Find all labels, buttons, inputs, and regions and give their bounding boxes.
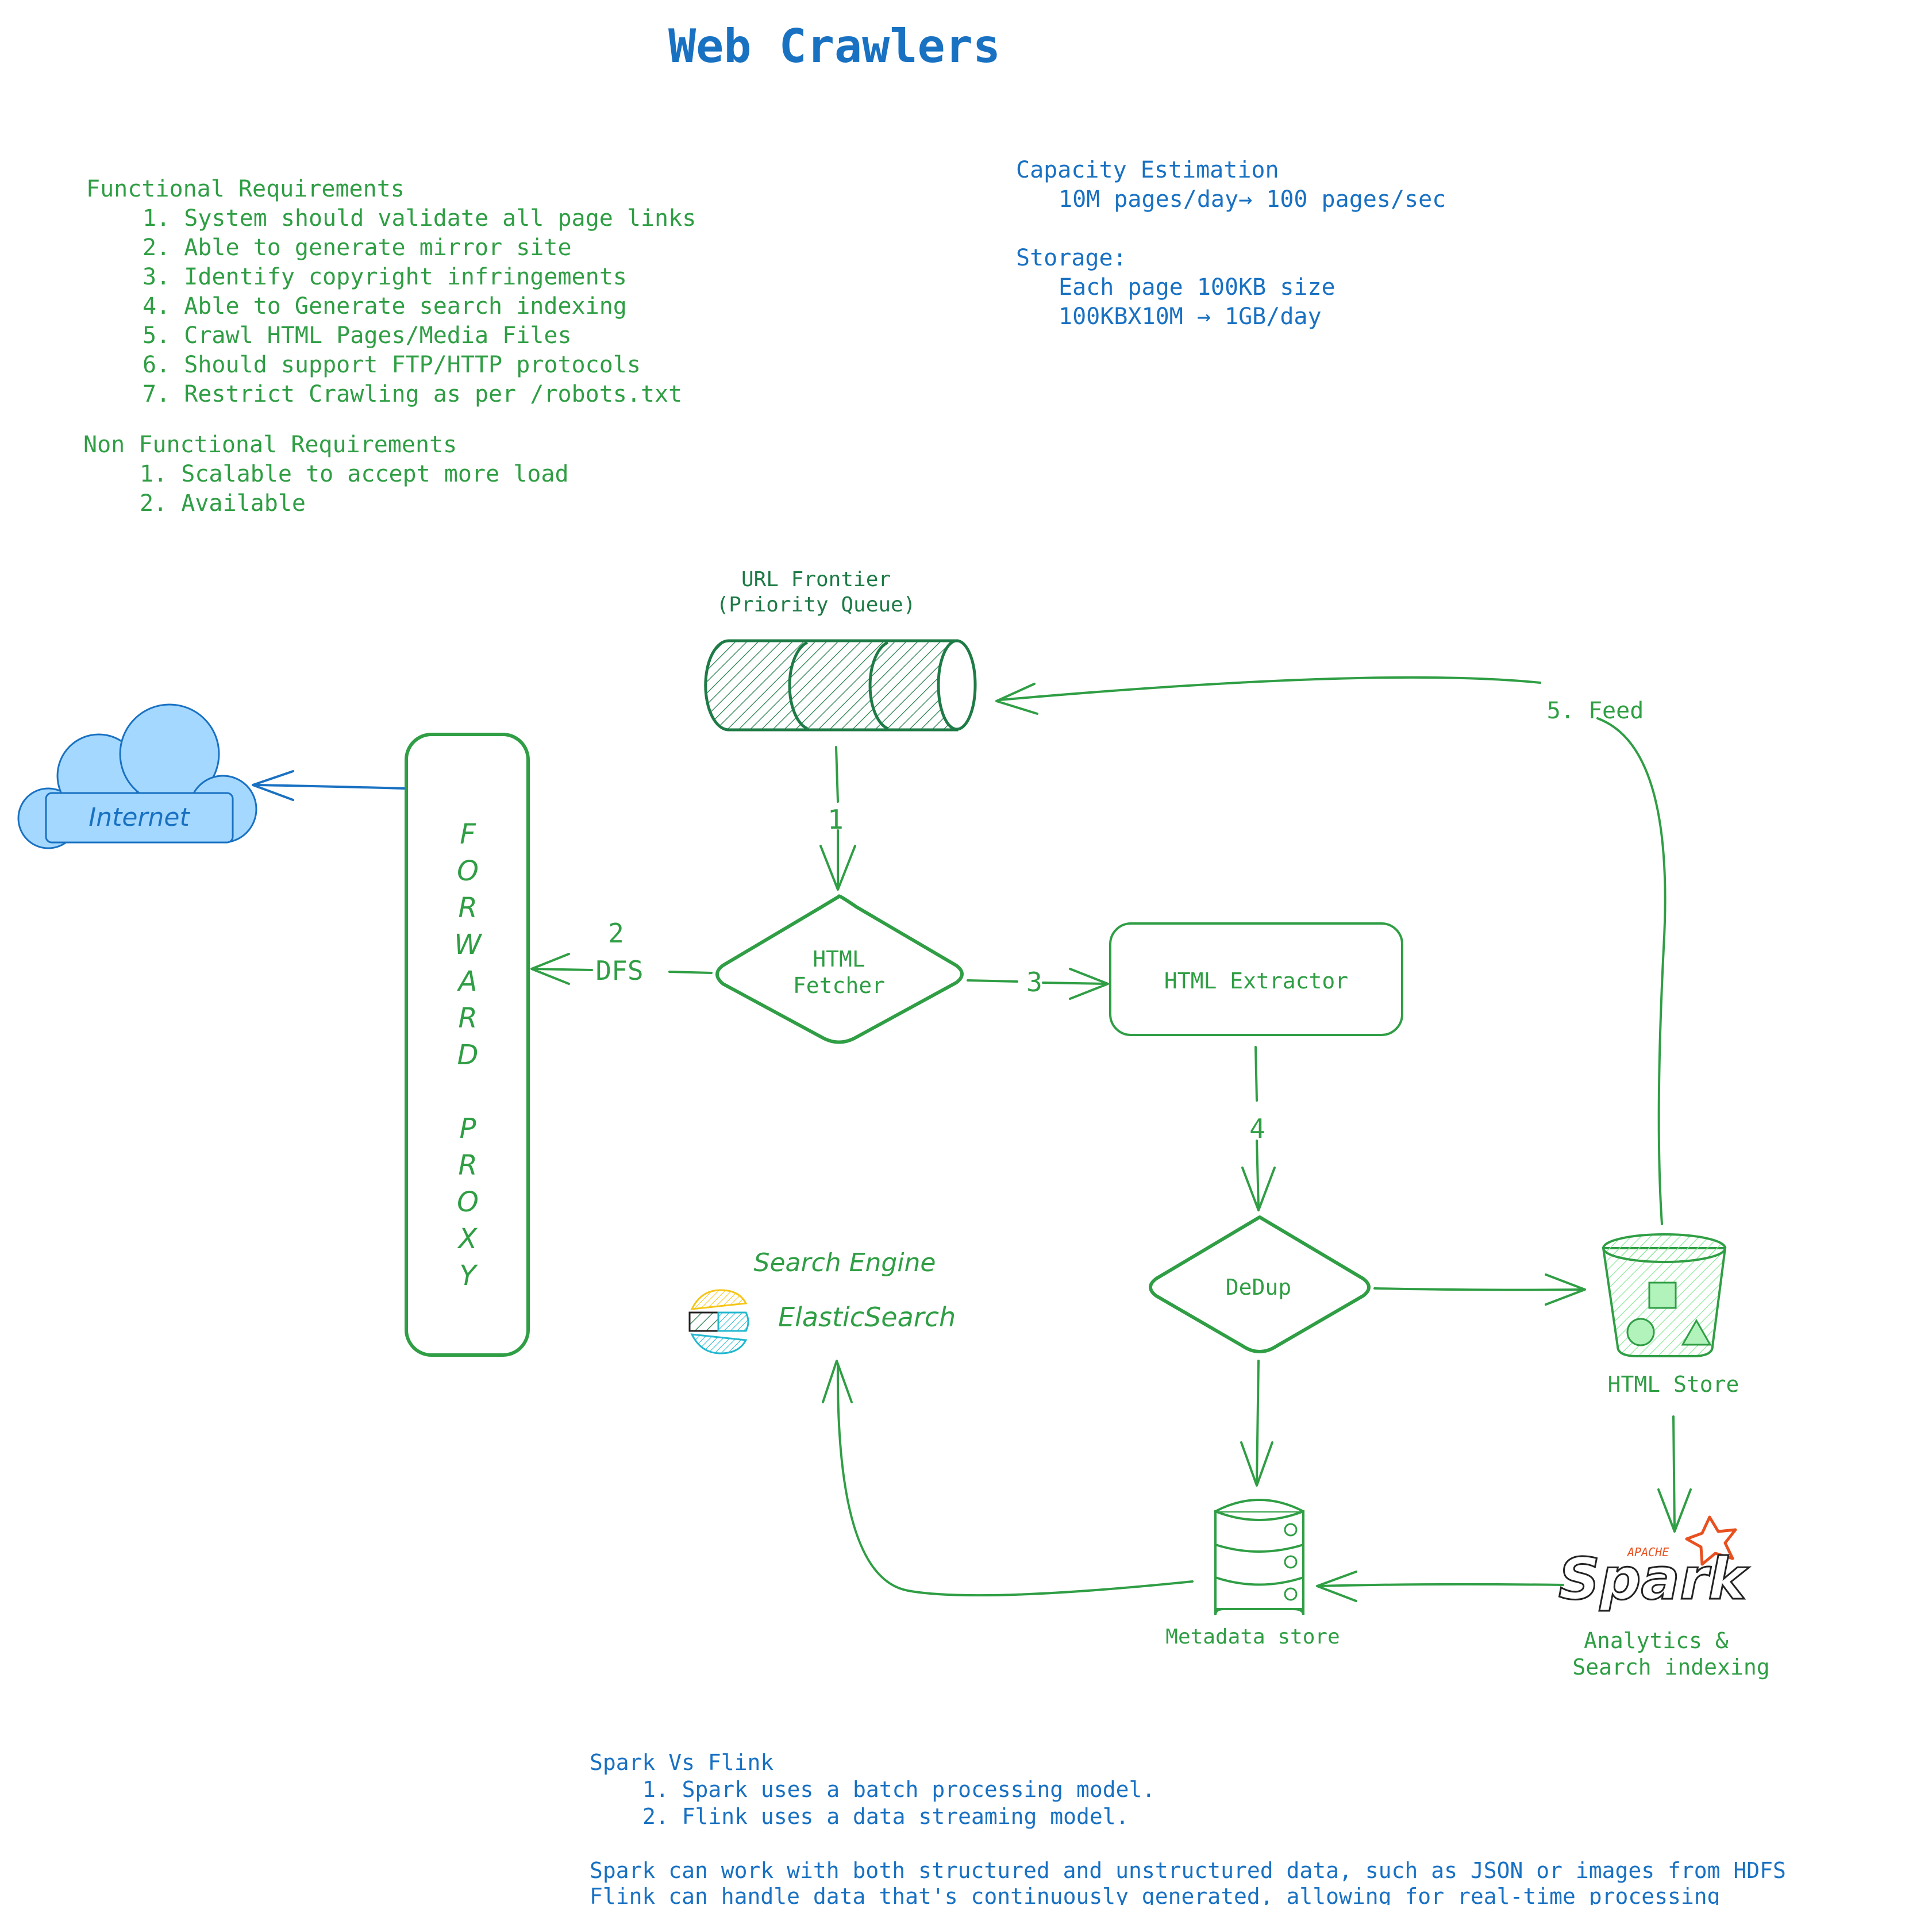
- html-store-label: HTML Store: [1608, 1372, 1739, 1397]
- elasticsearch-icon: [688, 1289, 749, 1354]
- html-extractor: HTML Extractor: [1109, 922, 1403, 1036]
- capacity-line: 10M pages/day→ 100 pages/sec: [1059, 186, 1446, 213]
- notes-line: Spark can work with both structured and …: [590, 1858, 1786, 1883]
- edge-html-store-to-spark: [1657, 1415, 1692, 1533]
- proxy-letter: D: [457, 1039, 479, 1071]
- fetcher-label-line1: HTML: [813, 946, 865, 972]
- functional-heading: Functional Requirements: [86, 176, 405, 202]
- functional-item: 5. Crawl HTML Pages/Media Files: [143, 322, 572, 349]
- metadata-store: Metadata store: [1165, 1499, 1340, 1649]
- edge-metadata-to-elasticsearch: [822, 1360, 1194, 1597]
- storage-heading: Storage:: [1016, 245, 1127, 271]
- notes-item: 1. Spark uses a batch processing model.: [642, 1777, 1155, 1802]
- search-engine-label: Search Engine: [754, 1248, 936, 1277]
- edge-3-fetcher-to-extractor: [967, 968, 1109, 1000]
- edge-2-fetcher-to-proxy: [530, 953, 713, 985]
- dedup: DeDup: [1149, 1215, 1371, 1353]
- non-functional-heading: Non Functional Requirements: [83, 432, 457, 458]
- internet-label: Internet: [88, 803, 190, 832]
- dedup-label: DeDup: [1226, 1275, 1291, 1300]
- proxy-letter: P: [460, 1113, 476, 1145]
- functional-item: 4. Able to Generate search indexing: [143, 293, 627, 320]
- spark-wordmark: Spark: [1558, 1545, 1749, 1612]
- frontier-label-line1: URL Frontier: [741, 568, 891, 591]
- edge-label-4: 4: [1249, 1113, 1265, 1144]
- proxy-letter: O: [457, 1186, 479, 1218]
- proxy-letter: Y: [459, 1260, 478, 1292]
- fetcher-label-line2: Fetcher: [793, 973, 885, 998]
- functional-requirements: Functional Requirements 1. System should…: [86, 176, 696, 407]
- proxy-letter: A: [457, 965, 478, 998]
- edge-spark-to-metadata-store: [1316, 1571, 1564, 1602]
- page-title: Web Crawlers: [668, 20, 1000, 73]
- edge-1-frontier-to-fetcher: [819, 746, 856, 891]
- extractor-label: HTML Extractor: [1164, 968, 1348, 994]
- proxy-letter: F: [460, 818, 476, 850]
- proxy-letter: W: [454, 929, 482, 961]
- edge-dedup-to-html-store: [1373, 1273, 1586, 1306]
- edge-label-3: 3: [1026, 967, 1042, 998]
- frontier-label-line2: (Priority Queue): [717, 593, 916, 617]
- capacity-estimation: Capacity Estimation 10M pages/day→ 100 p…: [1016, 157, 1446, 330]
- non-functional-requirements: Non Functional Requirements 1. Scalable …: [83, 432, 569, 517]
- notes-item: 2. Flink uses a data streaming model.: [642, 1804, 1129, 1829]
- internet-cloud: Internet: [17, 703, 257, 849]
- edge-proxy-to-internet: [252, 770, 405, 801]
- url-frontier: URL Frontier (Priority Queue): [704, 568, 977, 732]
- proxy-letter: R: [458, 892, 477, 924]
- html-store: HTML Store: [1602, 1233, 1739, 1397]
- edge-label-dfs: DFS: [595, 955, 643, 986]
- metadata-store-label: Metadata store: [1165, 1625, 1340, 1649]
- proxy-letter: R: [458, 1002, 477, 1034]
- functional-item: 1. System should validate all page links: [143, 205, 696, 232]
- functional-item: 2. Able to generate mirror site: [143, 234, 572, 261]
- analytics-label-line2: Search indexing: [1572, 1654, 1769, 1680]
- non-functional-item: 1. Scalable to accept more load: [140, 461, 569, 487]
- search-engine: Search Engine ElasticSearch: [688, 1248, 956, 1354]
- html-fetcher: HTML Fetcher: [715, 894, 964, 1044]
- spark-vs-flink-notes: Spark Vs Flink 1. Spark uses a batch pro…: [590, 1750, 1786, 1905]
- edge-label-5-feed: 5. Feed: [1547, 698, 1644, 724]
- edge-label-2: 2: [608, 918, 624, 949]
- capacity-heading: Capacity Estimation: [1016, 157, 1279, 183]
- edge-4-extractor-to-dedup: [1241, 1046, 1276, 1211]
- storage-line: Each page 100KB size: [1059, 274, 1336, 301]
- proxy-letter: X: [457, 1223, 478, 1255]
- spark-logo: APACHE Spark Analytics & Search indexing: [1558, 1515, 1770, 1680]
- proxy-letter: O: [457, 855, 479, 887]
- spark-apache-label: APACHE: [1626, 1545, 1669, 1559]
- functional-item: 6. Should support FTP/HTTP protocols: [143, 352, 641, 378]
- edge-label-1: 1: [828, 804, 844, 835]
- non-functional-item: 2. Available: [140, 490, 306, 517]
- analytics-label-line1: Analytics &: [1584, 1628, 1729, 1653]
- edge-dedup-to-metadata-store: [1240, 1360, 1273, 1487]
- notes-line: Flink can handle data that's continuousl…: [590, 1884, 1721, 1905]
- elasticsearch-label: ElasticSearch: [778, 1302, 956, 1333]
- functional-item: 7. Restrict Crawling as per /robots.txt: [143, 381, 682, 407]
- proxy-letter: R: [458, 1149, 477, 1182]
- notes-heading: Spark Vs Flink: [590, 1750, 773, 1775]
- functional-item: 3. Identify copyright infringements: [143, 264, 627, 290]
- edge-5-feed: [995, 676, 1667, 1225]
- storage-line: 100KBX10M → 1GB/day: [1059, 303, 1322, 330]
